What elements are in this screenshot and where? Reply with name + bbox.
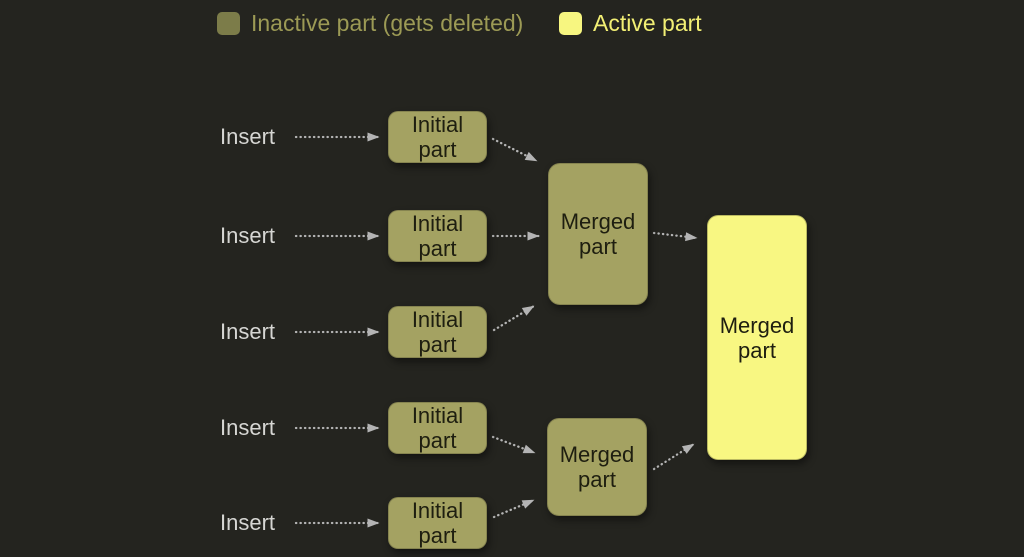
initial-part-3: Initial part [388,306,487,358]
insert-label-1: Insert [220,124,276,149]
insert-label-4: Insert [220,415,276,440]
active-part-swatch [559,12,582,35]
initial-part-2: Initial part [388,210,487,262]
arrow-initial3-to-merged-top [492,304,536,332]
arrow-initial5-to-merged-bottom [492,498,536,519]
arrow-merged-bottom-to-final [652,442,696,471]
insert-label-2: Insert [220,223,276,248]
insert-label-5: Insert [220,510,276,535]
legend-label-active: Active part [593,10,702,36]
arrow-initial1-to-merged-top [491,137,539,163]
initial-part-5: Initial part [388,497,487,549]
merged-part-bottom: Merged part [547,418,647,516]
initial-part-1: Initial part [388,111,487,163]
arrow-merged-top-to-final [652,231,699,242]
initial-part-4: Initial part [388,402,487,454]
legend-label-inactive: Inactive part (gets deleted) [251,10,524,36]
merged-part-active: Merged part [707,215,807,460]
legend-item-active: Active part [559,10,702,37]
inactive-part-swatch [217,12,240,35]
insert-label-3: Insert [220,319,276,344]
legend-item-inactive: Inactive part (gets deleted) [217,10,523,37]
merged-part-top: Merged part [548,163,648,305]
arrow-initial4-to-merged-bottom [491,435,537,455]
